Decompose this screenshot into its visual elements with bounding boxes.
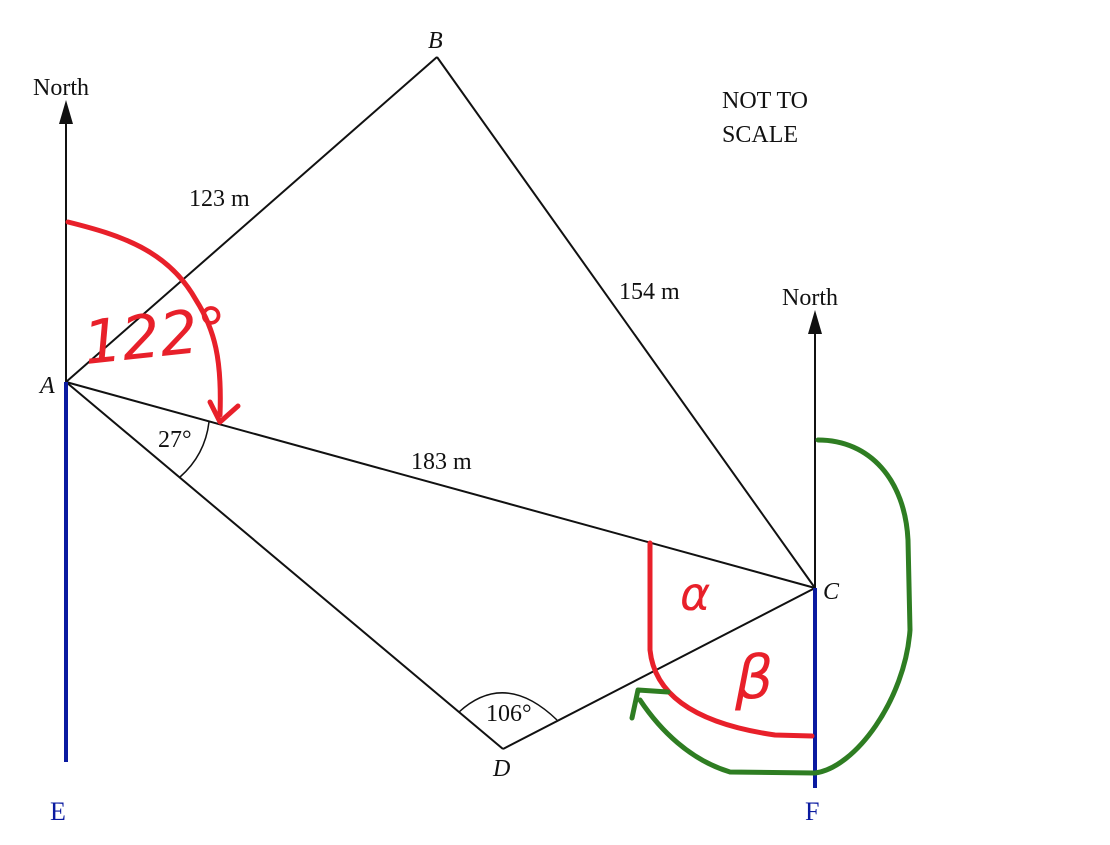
bearing-arrowhead-a-icon bbox=[207, 399, 241, 425]
angle-label-a: 27° bbox=[158, 427, 192, 453]
alpha-annotation: α bbox=[680, 567, 710, 621]
bearing-arc-c bbox=[637, 437, 913, 776]
edge-dc bbox=[502, 587, 816, 750]
bearing-a-annotation: 122° bbox=[80, 294, 231, 379]
point-label-c: C bbox=[823, 579, 840, 605]
beta-annotation: β bbox=[734, 643, 773, 713]
point-label-b: B bbox=[428, 28, 443, 54]
edge-bc bbox=[436, 56, 816, 589]
north-arrowhead-c-icon bbox=[808, 310, 822, 334]
point-label-a: A bbox=[38, 373, 55, 399]
angle-label-d: 106° bbox=[486, 701, 532, 727]
bearing-arrowhead-c-icon bbox=[629, 687, 671, 721]
alpha-beta-boundary bbox=[647, 540, 815, 739]
point-label-e: E bbox=[50, 797, 66, 826]
north-label-a: North bbox=[33, 75, 89, 101]
angle-arc-a bbox=[179, 421, 210, 478]
north-label-c: North bbox=[782, 285, 838, 311]
length-label-ab: 123 m bbox=[189, 186, 250, 212]
north-arrowhead-a-icon bbox=[59, 100, 73, 124]
edge-ad bbox=[65, 381, 504, 750]
bearing-arc-a bbox=[65, 219, 223, 418]
edge-ac bbox=[65, 381, 816, 589]
not-to-scale-line-2: SCALE bbox=[722, 122, 798, 148]
not-to-scale-line-1: NOT TO bbox=[722, 88, 808, 114]
point-label-f: F bbox=[805, 797, 819, 826]
length-label-bc: 154 m bbox=[619, 279, 680, 305]
edge-ab bbox=[65, 56, 438, 383]
point-label-d: D bbox=[492, 756, 510, 782]
angle-arc-d bbox=[458, 692, 558, 721]
length-label-ac: 183 m bbox=[411, 449, 472, 475]
